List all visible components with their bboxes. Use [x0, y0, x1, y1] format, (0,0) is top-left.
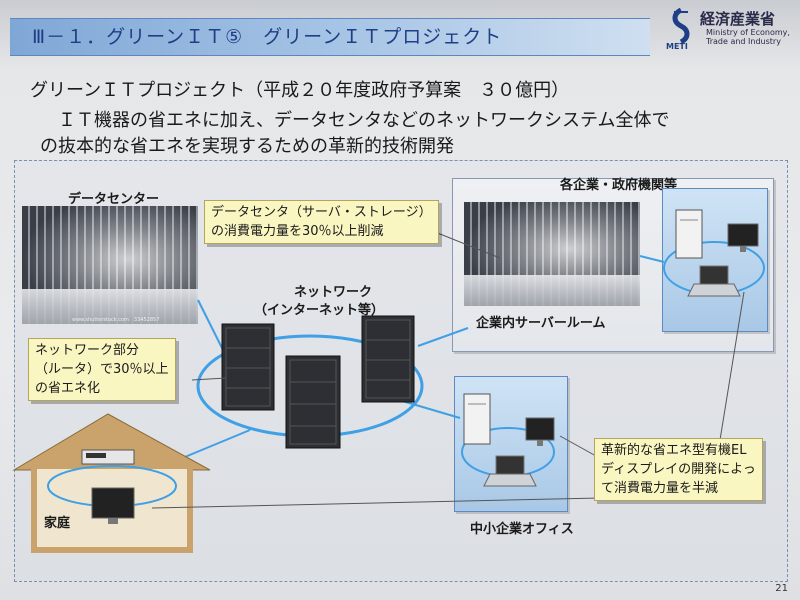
datacenter-photo	[22, 206, 198, 324]
logo-abbr: METI	[666, 42, 688, 51]
enterprise-label: 各企業・政府機関等	[560, 178, 678, 193]
photo-caption: www.shutterstock.com 33452857	[72, 317, 160, 323]
logo-english-line: Trade and Industry	[706, 37, 781, 46]
network-label-line: ネットワーク	[294, 285, 373, 300]
sme-office-panel	[454, 376, 568, 512]
slide-title: Ⅲ－１．グリーンＩＴ⑤ グリーンＩＴプロジェクト	[32, 26, 503, 48]
description-line-1: ＩＴ機器の省エネに加え、データセンタなどのネットワークシステム全体で	[58, 110, 670, 131]
datacenter-label: データセンター	[68, 192, 160, 207]
logo-english: Ministry of Economy, Trade and Industry	[706, 28, 790, 46]
callout-line: 革新的な省エネ型有機EL	[601, 443, 747, 458]
server-room-label: 企業内サーバールーム	[476, 316, 606, 331]
callout-line: ネットワーク部分	[35, 343, 140, 358]
meti-logo-icon	[672, 8, 690, 45]
description-line-2: の抜本的な省エネを実現するための革新的技術開発	[40, 136, 454, 157]
callout-line: て消費電力量を半減	[601, 481, 719, 496]
network-label: ネットワーク （インターネット等）	[254, 284, 384, 320]
callout-line: （ルータ）で30％以上	[35, 362, 169, 377]
enterprise-pc-panel	[662, 188, 768, 332]
project-heading: グリーンＩＴプロジェクト（平成２０年度政府予算案 ３０億円）	[30, 80, 570, 101]
title-bar	[10, 18, 650, 56]
network-label-line: （インターネット等）	[254, 303, 385, 318]
callout-display: 革新的な省エネ型有機EL ディスプレイの開発によっ て消費電力量を半減	[594, 438, 763, 501]
callout-line: データセンタ（サーバ・ストレージ）	[211, 205, 432, 220]
callout-line: の消費電力量を30％以上削減	[211, 224, 384, 239]
logo-english-line: Ministry of Economy,	[706, 28, 790, 37]
logo-name: 経済産業省	[700, 10, 776, 28]
home-label: 家庭	[44, 516, 71, 531]
callout-network: ネットワーク部分 （ルータ）で30％以上 の省エネ化	[28, 338, 176, 401]
callout-line: ディスプレイの開発によっ	[601, 462, 756, 477]
sme-office-label: 中小企業オフィス	[470, 522, 574, 537]
callout-line: の省エネ化	[35, 381, 101, 396]
page-number: 21	[775, 583, 788, 594]
meti-logo: 経済産業省 Ministry of Economy, Trade and Ind…	[664, 6, 794, 52]
callout-datacenter: データセンタ（サーバ・ストレージ） の消費電力量を30％以上削減	[204, 200, 439, 244]
server-room-photo	[464, 202, 640, 306]
